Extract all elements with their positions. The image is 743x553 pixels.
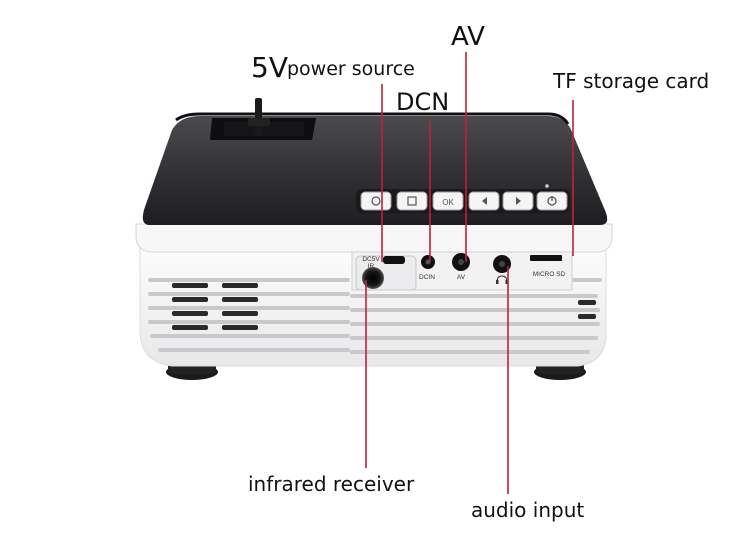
source-button [360,191,392,211]
ok-button: OK [432,191,464,211]
infrared-receiver-label: infrared receiver [248,472,415,496]
svg-text:OK: OK [442,198,454,207]
vent-grille [148,278,602,354]
marking-dcin: DCIN [419,274,435,281]
dc5v-port [383,256,405,264]
dcn-label: DCN [396,88,450,116]
av-port [452,253,470,271]
right-button [502,191,534,211]
left-button [468,191,500,211]
marking-av: AV [457,274,466,281]
dcin-port [421,255,435,269]
tf-card-slot [530,255,562,261]
indicator-led [545,184,549,188]
focus-slot [210,98,316,140]
marking-dc5v: DC5V [362,256,380,263]
audio-input-label: audio input [471,498,585,522]
power-button [536,191,568,211]
vent-dark-slots [172,283,596,330]
callout-lines [365,52,574,494]
infrared-receiver-window [362,267,384,289]
menu-button [396,191,428,211]
headphone-icon [496,275,508,284]
tf-card-label: TF storage card [553,69,710,93]
power-source-number-label: 5V [251,51,288,84]
audio-port [493,255,511,273]
power-source-label: power source [287,58,415,80]
marking-micro-sd: MICRO SD [533,271,566,278]
av-label: AV [451,22,485,52]
marking-ir: IR [368,263,375,270]
